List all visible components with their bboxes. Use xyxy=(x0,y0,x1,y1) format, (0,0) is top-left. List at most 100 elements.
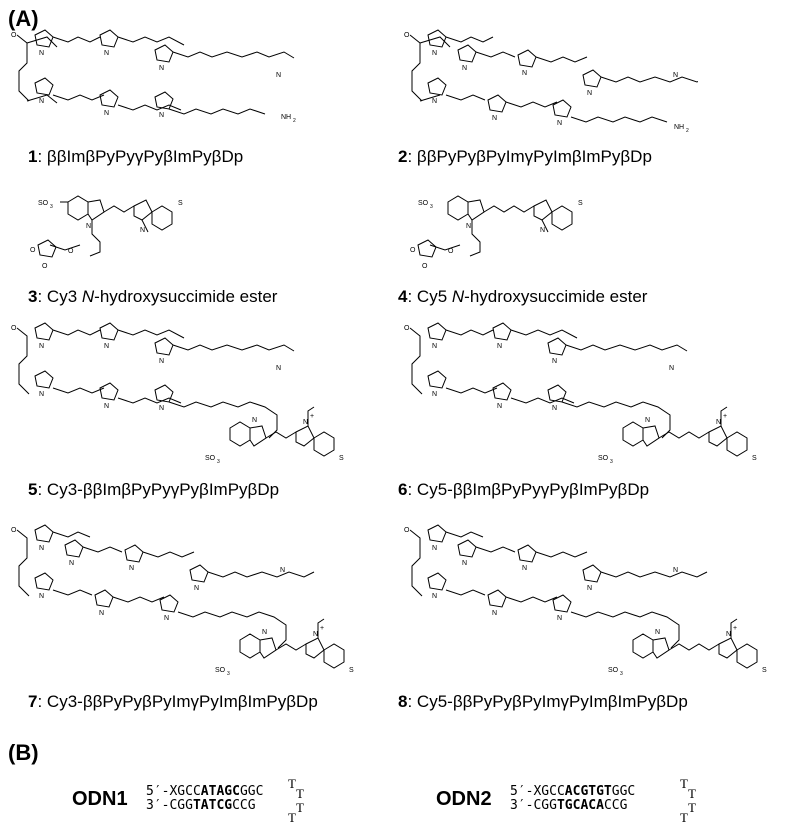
svg-text:N: N xyxy=(280,567,285,574)
svg-text:N: N xyxy=(159,405,164,412)
compound-2-caption: 2: ββPyPyβPyImγPyImβImPyβDp xyxy=(398,147,652,166)
svg-text:S: S xyxy=(178,200,183,207)
svg-text:S: S xyxy=(339,455,344,462)
svg-text:S: S xyxy=(752,455,757,462)
odn1-loop-t2: T xyxy=(296,786,304,801)
svg-text:S: S xyxy=(762,667,767,674)
odn2-loop-t3: T xyxy=(688,800,696,815)
svg-text:O: O xyxy=(68,248,74,255)
odn1-label: ODN1 xyxy=(72,788,128,810)
svg-text:N: N xyxy=(557,120,562,127)
svg-text:SO: SO xyxy=(205,455,216,462)
panel-a-label: (A) xyxy=(8,6,39,31)
svg-text:+: + xyxy=(320,625,324,632)
svg-text:NH: NH xyxy=(281,114,291,121)
svg-text:N: N xyxy=(99,610,104,617)
svg-text:N: N xyxy=(104,110,109,117)
svg-text:N: N xyxy=(159,358,164,365)
svg-text:N: N xyxy=(587,585,592,592)
svg-text:O: O xyxy=(42,263,48,270)
svg-text:O: O xyxy=(11,325,17,332)
odn1-bottom-strand: 3′-CGGTATCGCCG xyxy=(146,798,256,813)
svg-text:N: N xyxy=(159,112,164,119)
odn2-loop-t4: T xyxy=(680,810,688,825)
svg-text:N: N xyxy=(673,72,678,79)
svg-text:SO: SO xyxy=(38,200,49,207)
svg-text:+: + xyxy=(310,413,314,420)
compound-6-caption: 6: Cy5-ββImβPyPyγPyβImPyβDp xyxy=(398,480,650,499)
svg-text:N: N xyxy=(140,227,145,234)
compound-7-caption: 7: Cy3-ββPyPyβPyImγPyImβImPyβDp xyxy=(28,692,318,711)
svg-text:NH: NH xyxy=(674,124,684,131)
odn2-loop-t2: T xyxy=(688,786,696,801)
svg-text:N: N xyxy=(497,403,502,410)
svg-text:S: S xyxy=(349,667,354,674)
svg-text:O: O xyxy=(410,247,416,254)
svg-text:N: N xyxy=(39,545,44,552)
svg-text:N: N xyxy=(104,50,109,57)
svg-text:N: N xyxy=(432,545,437,552)
odn1-loop-t3: T xyxy=(296,800,304,815)
svg-text:N: N xyxy=(587,90,592,97)
svg-text:+: + xyxy=(723,413,727,420)
svg-text:O: O xyxy=(404,325,410,332)
compound-5-caption: 5: Cy3-ββImβPyPyγPyβImPyβDp xyxy=(28,480,280,499)
svg-text:N: N xyxy=(462,65,467,72)
odn2-top-strand: 5′-XGCCACGTGTGGC xyxy=(510,784,636,799)
svg-text:N: N xyxy=(194,585,199,592)
svg-text:S: S xyxy=(578,200,583,207)
svg-text:N: N xyxy=(252,417,257,424)
svg-text:N: N xyxy=(492,115,497,122)
svg-text:N: N xyxy=(262,629,267,636)
svg-text:N: N xyxy=(164,615,169,622)
odn2-loop-t1: T xyxy=(680,776,688,791)
svg-text:+: + xyxy=(733,625,737,632)
svg-text:3: 3 xyxy=(217,459,220,465)
svg-text:N: N xyxy=(497,343,502,350)
svg-text:O: O xyxy=(11,527,17,534)
svg-text:N: N xyxy=(432,98,437,105)
svg-text:O: O xyxy=(30,247,36,254)
svg-text:N: N xyxy=(673,567,678,574)
svg-text:N: N xyxy=(552,405,557,412)
svg-text:2: 2 xyxy=(293,118,296,124)
svg-text:N: N xyxy=(552,358,557,365)
svg-text:3: 3 xyxy=(227,671,230,677)
svg-text:N: N xyxy=(276,365,281,372)
svg-text:N: N xyxy=(645,417,650,424)
svg-text:N: N xyxy=(540,227,545,234)
svg-text:3: 3 xyxy=(620,671,623,677)
svg-text:N: N xyxy=(39,98,44,105)
svg-text:N: N xyxy=(276,72,281,79)
svg-text:N: N xyxy=(462,560,467,567)
odn2-label: ODN2 xyxy=(436,788,492,810)
svg-text:N: N xyxy=(655,629,660,636)
svg-text:N: N xyxy=(313,631,318,638)
svg-text:N: N xyxy=(39,391,44,398)
svg-text:N: N xyxy=(39,343,44,350)
svg-text:N: N xyxy=(557,615,562,622)
svg-text:N: N xyxy=(432,391,437,398)
odn2-bottom-strand: 3′-CGGTGCACACCG xyxy=(510,798,628,813)
compound-1-caption: 1: ββImβPyPyγPyβImPyβDp xyxy=(28,147,244,166)
svg-text:O: O xyxy=(422,263,428,270)
svg-text:N: N xyxy=(129,565,134,572)
svg-text:N: N xyxy=(669,365,674,372)
svg-text:SO: SO xyxy=(215,667,226,674)
svg-text:N: N xyxy=(726,631,731,638)
svg-text:O: O xyxy=(448,248,454,255)
svg-text:SO: SO xyxy=(598,455,609,462)
svg-text:N: N xyxy=(159,65,164,72)
svg-text:N: N xyxy=(86,223,91,230)
svg-text:N: N xyxy=(432,343,437,350)
svg-text:N: N xyxy=(432,593,437,600)
svg-text:N: N xyxy=(104,403,109,410)
